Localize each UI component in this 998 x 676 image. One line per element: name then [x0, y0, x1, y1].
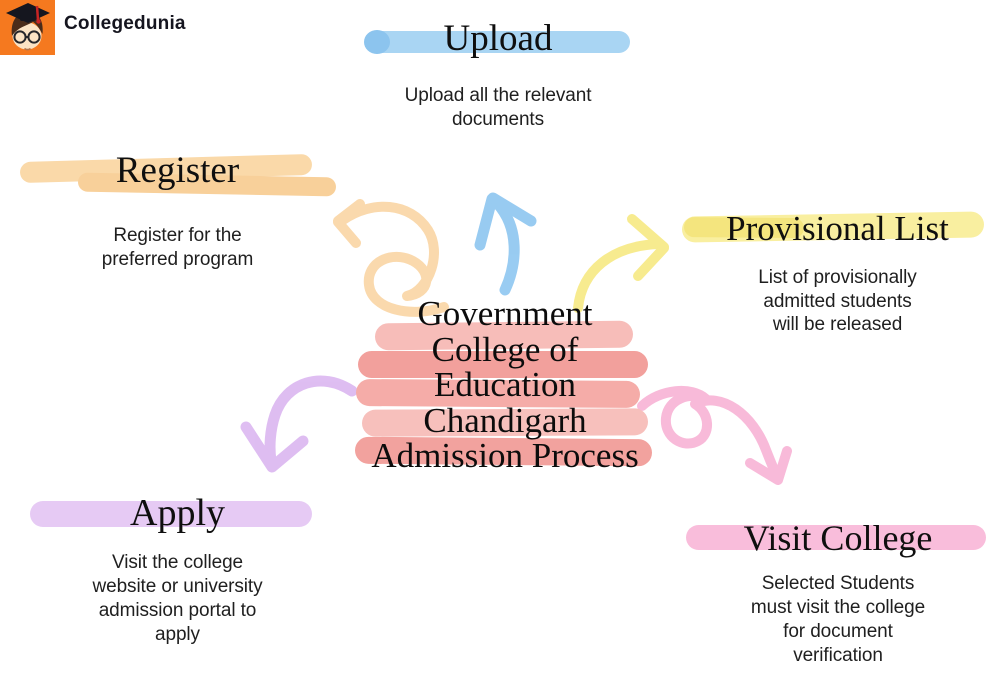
node-register: Register Register for the preferred prog… — [19, 148, 337, 271]
center-title: Government College of Education Chandiga… — [371, 294, 639, 475]
register-title: Register — [115, 150, 240, 191]
apply-description: Visit the college website or university … — [92, 552, 263, 645]
node-upload: Upload Upload all the relevant documents — [352, 18, 644, 131]
apply-title: Apply — [130, 492, 225, 534]
arrow-to-upload-icon — [474, 192, 537, 296]
center-highlight-stroke — [358, 351, 648, 378]
visit-college-title: Visit College — [743, 518, 933, 558]
brand-name: Collegedunia — [64, 13, 186, 34]
brand: Collegedunia — [0, 0, 186, 55]
visit-college-highlight — [686, 525, 986, 550]
node-center-title: Government College of Education Chandiga… — [345, 296, 665, 474]
node-apply: Apply Visit the college website or unive… — [30, 488, 325, 647]
arrow-to-apply-icon — [240, 375, 358, 473]
node-provisional-list: Provisional List List of provisionally a… — [681, 205, 990, 337]
provisional-list-title: Provisional List — [726, 209, 949, 248]
upload-description: Upload all the relevant documents — [404, 85, 592, 130]
provisional-list-description: List of provisionally admitted students … — [758, 267, 917, 335]
apply-highlight — [30, 501, 312, 527]
upload-title: Upload — [443, 18, 553, 59]
register-description: Register for the preferred program — [101, 225, 254, 270]
visit-college-description: Selected Students must visit the college… — [750, 573, 926, 666]
node-visit-college: Visit College Selected Students must vis… — [686, 515, 988, 668]
upload-highlight — [364, 30, 630, 54]
collegedunia-logo-icon — [0, 0, 55, 55]
